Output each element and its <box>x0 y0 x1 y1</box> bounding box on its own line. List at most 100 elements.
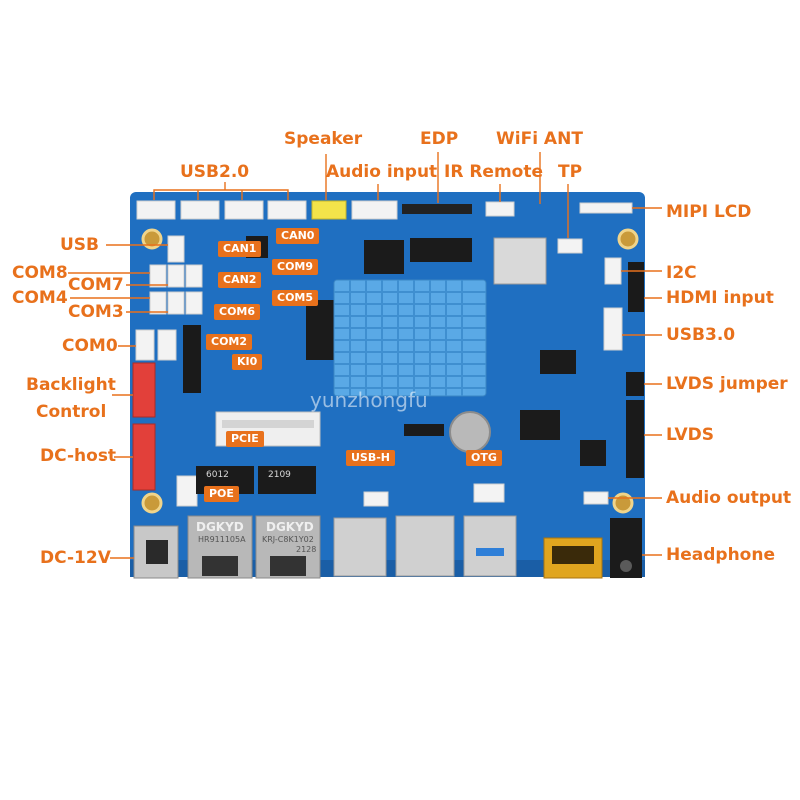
com-connector <box>149 291 167 315</box>
callout-com8: COM8 <box>12 263 68 283</box>
callout-usb: USB <box>60 235 100 255</box>
callout-tp: TP <box>558 162 583 182</box>
callout-lvds-jumper: LVDS jumper <box>666 374 788 394</box>
backlight-connector <box>132 362 156 418</box>
usb2-connector <box>136 200 176 220</box>
otg-connector <box>473 483 505 503</box>
ethernet-port-opening <box>270 556 306 576</box>
tag-can0: CAN0 <box>276 228 320 245</box>
callout-hdmi-input: HDMI input <box>666 288 774 308</box>
heatsink-base <box>333 279 487 397</box>
callout-i2c: I2C <box>666 263 697 283</box>
dc-host-connector <box>132 423 156 491</box>
chip <box>404 424 444 436</box>
callout-usb3: USB3.0 <box>666 325 736 345</box>
usb2-connector <box>267 200 307 220</box>
callout-mipi-lcd: MIPI LCD <box>666 202 752 222</box>
header-pins <box>183 325 201 393</box>
mount-hole <box>141 228 163 250</box>
i2c-connector <box>604 257 622 285</box>
callout-backlight: Backlight <box>26 375 116 395</box>
tag-otg: OTG <box>466 450 502 467</box>
magjack-code2-label: 2109 <box>268 470 291 480</box>
lvds-header <box>626 400 644 478</box>
tag-can1: CAN1 <box>218 241 262 258</box>
wifi-module <box>493 237 547 285</box>
mount-hole <box>617 228 639 250</box>
magjack-code-label: 6012 <box>206 470 229 480</box>
callout-headphone: Headphone <box>666 545 775 565</box>
callout-com4: COM4 <box>12 288 68 308</box>
dgkyd-label-right: DGKYD <box>266 520 314 534</box>
com-connector <box>185 291 203 315</box>
callout-edp: EDP <box>420 129 459 149</box>
usb-h-connector <box>363 491 389 507</box>
ir-connector <box>485 201 515 217</box>
magjack-model-label: HR911105A <box>198 535 246 544</box>
callout-usb2: USB2.0 <box>180 162 250 182</box>
poe-connector <box>176 475 198 507</box>
com0-connector <box>157 329 177 361</box>
callout-speaker: Speaker <box>284 129 363 149</box>
dc-jack-inner <box>146 540 168 564</box>
heatsink-fins <box>334 280 486 396</box>
callout-audio-output: Audio output <box>666 488 792 508</box>
com0-connector <box>135 329 155 361</box>
usb-port <box>395 515 455 577</box>
chip <box>540 350 576 374</box>
tag-com9: COM9 <box>272 259 319 276</box>
magjack-year-label: 2128 <box>296 545 317 554</box>
chip <box>410 238 472 262</box>
tag-usb-h: USB-H <box>346 450 396 467</box>
com-connector <box>149 264 167 288</box>
usb-connector <box>167 235 185 263</box>
magjack-model2-label: KRJ-C8K1Y02 <box>262 535 314 544</box>
edp-connector <box>402 204 472 214</box>
audio-output-connector <box>583 491 609 505</box>
callout-com7: COM7 <box>68 275 124 295</box>
com-connector <box>167 264 185 288</box>
tp-connector <box>557 238 583 254</box>
callout-dc-host: DC-host <box>40 446 117 466</box>
usb3-connector <box>603 307 623 351</box>
usb2-connector <box>224 200 264 220</box>
chip <box>364 240 404 274</box>
callout-com0: COM0 <box>62 336 118 356</box>
leader-lines <box>68 152 662 559</box>
watermark: yunzhongfu <box>310 388 428 412</box>
usb-port <box>333 517 387 577</box>
com-connector <box>185 264 203 288</box>
top-connectors <box>136 200 633 254</box>
speaker-connector <box>311 200 347 220</box>
left-connectors <box>135 235 203 507</box>
audio-input-connector <box>351 200 398 220</box>
tag-pcie: PCIE <box>226 431 264 448</box>
rtc-battery <box>449 411 491 453</box>
callout-control: Control <box>36 402 107 422</box>
tag-poe: POE <box>204 486 239 503</box>
chips <box>246 236 606 466</box>
tag-com2: COM2 <box>206 334 253 351</box>
mount-hole <box>612 492 634 514</box>
callout-audio-input: Audio input <box>326 162 438 182</box>
tag-com6: COM6 <box>214 304 261 321</box>
tag-ki0: KI0 <box>232 354 263 371</box>
callout-lvds: LVDS <box>666 425 715 445</box>
chip <box>580 440 606 466</box>
usb2-connector <box>180 200 220 220</box>
mount-hole <box>141 492 163 514</box>
pcie-slot-gap <box>222 420 314 428</box>
hdmi-port-opening <box>552 546 594 564</box>
callout-wifi-ant: WiFi ANT <box>496 129 583 149</box>
leader-usb2 <box>153 182 289 200</box>
tag-can2: CAN2 <box>218 272 262 289</box>
ethernet-port-opening <box>202 556 238 576</box>
heatsink <box>333 279 487 397</box>
chip <box>306 300 336 360</box>
hdmi-input-header <box>628 262 644 312</box>
callout-com3: COM3 <box>68 302 124 322</box>
usb3-port <box>463 515 517 577</box>
magnetics <box>258 466 316 494</box>
